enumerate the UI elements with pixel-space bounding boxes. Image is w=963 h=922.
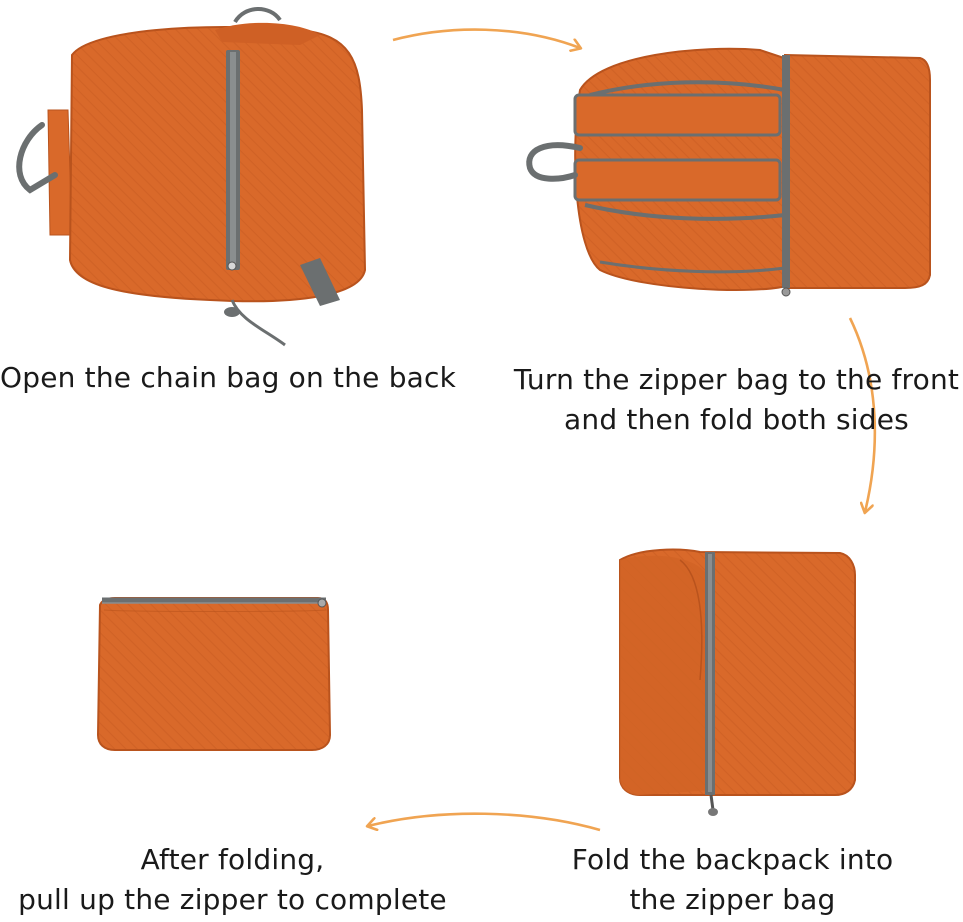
step4-caption-line-1: After folding, [140,843,325,876]
step3-caption-line-2: the zipper bag [629,883,836,916]
arrow-step2-to-step3 [848,317,877,512]
arrow-step1-to-step2 [392,28,580,48]
step2-caption: Turn the zipper bag to the front and the… [510,360,963,440]
step4-caption: After folding, pull up the zipper to com… [0,840,465,920]
step2-caption-line-2: and then fold both sides [564,403,909,436]
zipped-pouch-image [96,597,332,751]
step3-caption: Fold the backpack into the zipper bag [550,840,915,920]
step1-caption: Open the chain bag on the back [0,358,457,398]
step3-caption-line-1: Fold the backpack into [571,843,894,876]
backpack-folding-sides-image [526,47,931,297]
backpack-folded-image [619,548,856,816]
arrow-step3-to-step4 [368,812,601,832]
step2-caption-line-1: Turn the zipper bag to the front [513,363,960,396]
backpack-open-image [16,7,367,347]
step1-caption-line-1: Open the chain bag on the back [0,361,457,394]
step4-caption-line-2: pull up the zipper to complete [18,883,447,916]
